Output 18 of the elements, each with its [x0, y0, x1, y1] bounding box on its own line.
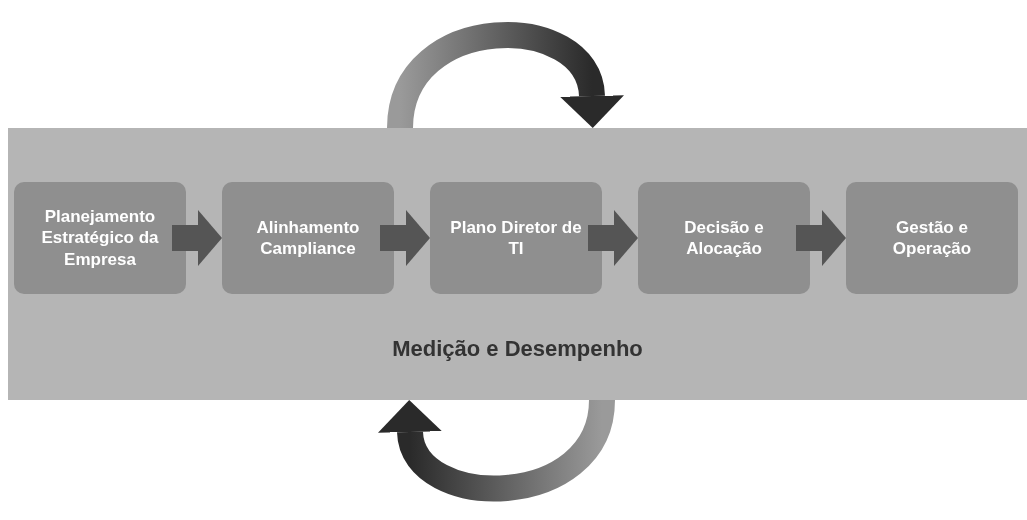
band-title: Medição e Desempenho	[391, 336, 644, 362]
step-label: Alinhamento Campliance	[255, 216, 361, 260]
process-box	[14, 182, 186, 294]
curved-arrow	[378, 398, 615, 501]
step-label: Planejamento Estratégico da Empresa	[40, 206, 160, 270]
process-box	[430, 182, 602, 294]
process-box	[846, 182, 1018, 294]
step-label: Decisão e Alocação	[683, 216, 765, 260]
process-box	[638, 182, 810, 294]
process-box	[222, 182, 394, 294]
arrow	[172, 210, 222, 266]
curved-arrow	[387, 22, 624, 130]
step-label: Gestão e Operação	[891, 216, 973, 260]
step-label: Plano Diretor de TI	[449, 216, 583, 260]
arrow	[588, 210, 638, 266]
arrow	[380, 210, 430, 266]
background-band	[8, 128, 1027, 400]
arrow	[796, 210, 846, 266]
